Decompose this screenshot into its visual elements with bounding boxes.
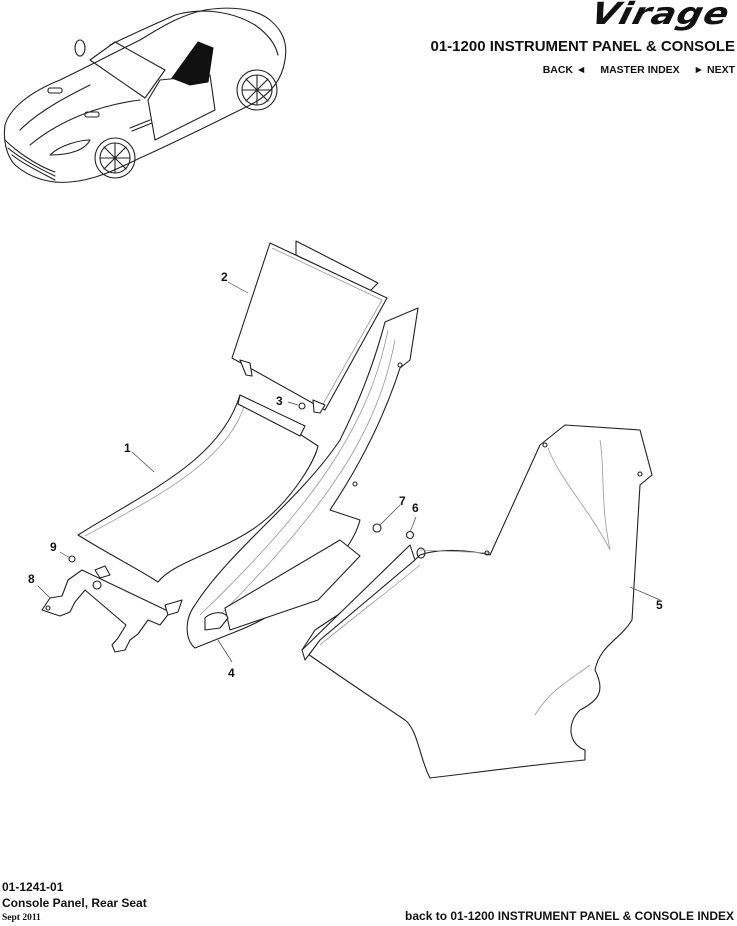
callout-4[interactable]: 4	[228, 666, 235, 680]
part-5-side-panel[interactable]	[301, 424, 653, 779]
part-7-clip[interactable]	[372, 523, 382, 533]
part-9-screw[interactable]	[68, 555, 76, 563]
master-index-link[interactable]: MASTER INDEX	[600, 64, 680, 76]
part-info: 01-1241-01 Console Panel, Rear Seat Sept…	[2, 880, 147, 926]
callout-1[interactable]: 1	[124, 441, 131, 455]
callout-2[interactable]: 2	[221, 270, 228, 284]
next-link[interactable]: ► NEXT	[693, 64, 735, 76]
callout-3[interactable]: 3	[276, 394, 283, 408]
callout-7[interactable]: 7	[399, 494, 406, 508]
callout-8[interactable]: 8	[28, 572, 35, 586]
revision-date: Sept 2011	[2, 913, 41, 923]
part-8-bracket[interactable]	[41, 565, 183, 653]
part-2-upper-panel[interactable]	[231, 240, 388, 414]
nav-bar: BACK ◄ MASTER INDEX ► NEXT	[543, 64, 735, 76]
part-name: Console Panel, Rear Seat	[2, 896, 147, 910]
back-to-index-link[interactable]: back to 01-1200 INSTRUMENT PANEL & CONSO…	[405, 909, 734, 923]
callout-6[interactable]: 6	[412, 501, 419, 515]
callout-9[interactable]: 9	[50, 540, 57, 554]
callout-5[interactable]: 5	[656, 598, 663, 612]
part-3-clip[interactable]	[298, 402, 306, 410]
part-code: 01-1241-01	[2, 880, 64, 894]
back-link[interactable]: BACK ◄	[542, 64, 587, 76]
part-4-console-trim[interactable]	[186, 307, 419, 649]
section-title: 01-1200 INSTRUMENT PANEL & CONSOLE	[430, 38, 735, 55]
part-1-lower-panel[interactable]	[77, 394, 319, 583]
part-6-screw[interactable]	[405, 530, 415, 540]
car-overview-icon	[3, 7, 287, 183]
